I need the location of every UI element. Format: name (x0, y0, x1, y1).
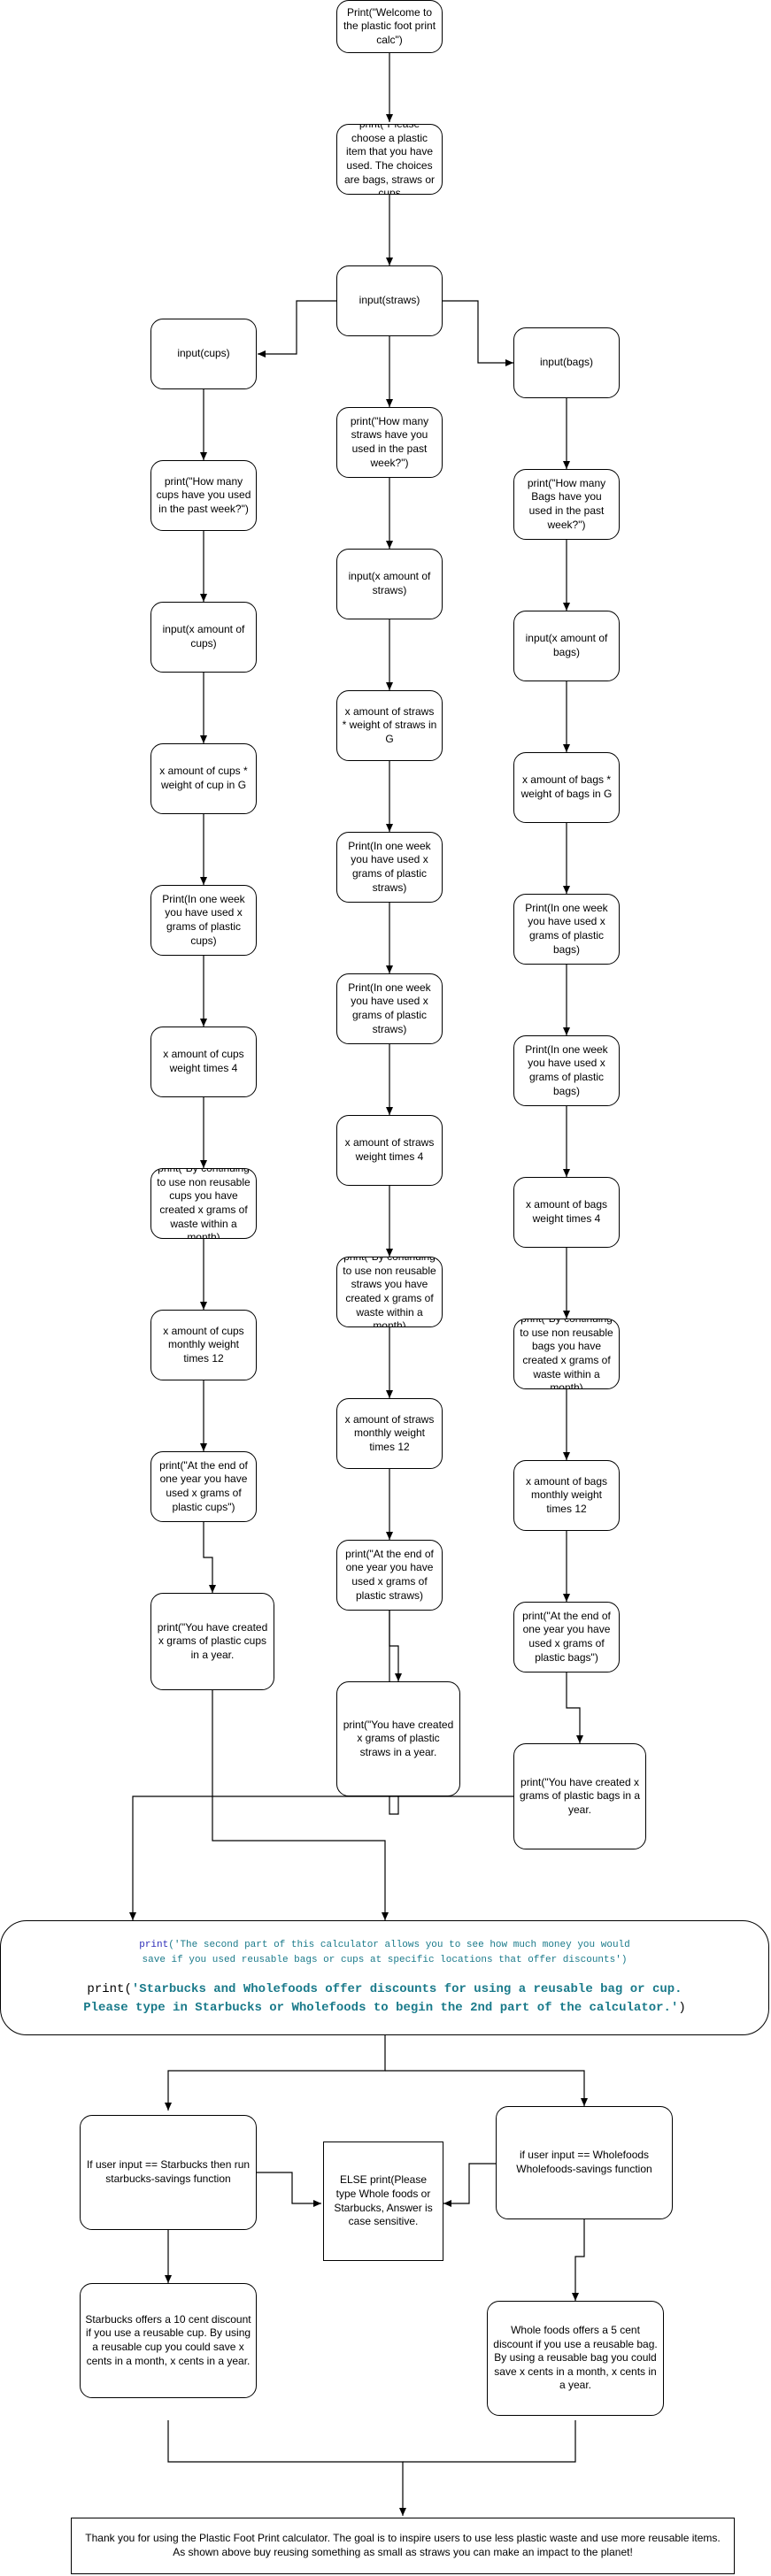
cups-step-8: print("At the end of one year you have u… (150, 1451, 257, 1522)
part-two-intro-node: print('The second part of this calculato… (0, 1920, 769, 2035)
print-keyword: print (139, 1939, 169, 1950)
cups-step-4: Print(In one week you have used x grams … (150, 885, 257, 956)
paren-open-2: ( (124, 1982, 132, 1997)
straws-step-2: input(x amount of straws) (336, 549, 443, 619)
else-node: ELSE print(Please type Whole foods or St… (323, 2142, 443, 2261)
bags-step-6: x amount of bags weight times 4 (513, 1177, 620, 1248)
part-two-print-1: print('The second part of this calculato… (139, 1938, 630, 1968)
input-straws-node: input(straws) (336, 265, 443, 336)
part-two-print-2: print('Starbucks and Wholefoods offer di… (83, 1980, 686, 2018)
print-keyword-2: print (87, 1982, 125, 1997)
bags-step-8: x amount of bags monthly weight times 12 (513, 1460, 620, 1531)
paren-close: ) (621, 1955, 628, 1965)
welcome-node: Print("Welcome to the plastic foot print… (336, 0, 443, 53)
part-two-line-1: 'The second part of this calculator allo… (173, 1939, 630, 1950)
cups-step-1: print("How many cups have you used in th… (150, 460, 257, 531)
bags-step-4: Print(In one week you have used x grams … (513, 894, 620, 965)
straws-step-5: Print(In one week you have used x grams … (336, 973, 443, 1044)
cups-step-3: x amount of cups * weight of cup in G (150, 743, 257, 814)
paren-close-2: ) (678, 2001, 686, 2016)
cups-step-7: x amount of cups monthly weight times 12 (150, 1310, 257, 1380)
bags-step-1: print("How many Bags have you used in th… (513, 469, 620, 540)
thank-you-node: Thank you for using the Plastic Foot Pri… (71, 2518, 735, 2574)
straws-step-7: print("By continuing to use non reusable… (336, 1257, 443, 1327)
part-two-line-3: 'Starbucks and Wholefoods offer discount… (131, 1982, 682, 1997)
cups-step-5: x amount of cups weight times 4 (150, 1027, 257, 1097)
straws-step-4: Print(In one week you have used x grams … (336, 832, 443, 903)
cups-step-6: print("By continuing to use non reusable… (150, 1168, 257, 1239)
bags-step-5: Print(In one week you have used x grams … (513, 1035, 620, 1106)
part-two-line-4: Please type in Starbucks or Wholefoods t… (83, 2001, 679, 2016)
bags-step-2: input(x amount of bags) (513, 611, 620, 681)
straws-step-9: print("At the end of one year you have u… (336, 1540, 443, 1611)
bags-step-7: print("By continuing to use non reusable… (513, 1319, 620, 1389)
choose-item-node: print("Please choose a plastic item that… (336, 124, 443, 195)
straws-step-10: print("You have created x grams of plast… (336, 1681, 460, 1796)
bags-step-10: print("You have created x grams of plast… (513, 1743, 646, 1849)
straws-step-1: print("How many straws have you used in … (336, 407, 443, 478)
straws-step-6: x amount of straws weight times 4 (336, 1115, 443, 1186)
straws-step-3: x amount of straws * weight of straws in… (336, 690, 443, 761)
wholefoods-check-node: if user input == Wholefoods Wholefoods-s… (496, 2106, 673, 2219)
straws-step-8: x amount of straws monthly weight times … (336, 1398, 443, 1469)
starbucks-check-node: If user input == Starbucks then run star… (80, 2115, 257, 2230)
cups-step-9: print("You have created x grams of plast… (150, 1593, 274, 1690)
wholefoods-result-node: Whole foods offers a 5 cent discount if … (487, 2301, 664, 2416)
starbucks-result-node: Starbucks offers a 10 cent discount if y… (80, 2283, 257, 2398)
part-two-line-2: save if you used reusable bags or cups a… (142, 1955, 621, 1965)
bags-step-9: print("At the end of one year you have u… (513, 1602, 620, 1672)
input-cups-node: input(cups) (150, 319, 257, 389)
cups-step-2: input(x amount of cups) (150, 602, 257, 673)
bags-step-3: x amount of bags * weight of bags in G (513, 752, 620, 823)
input-bags-node: input(bags) (513, 327, 620, 398)
paren-open: ( (168, 1939, 174, 1950)
